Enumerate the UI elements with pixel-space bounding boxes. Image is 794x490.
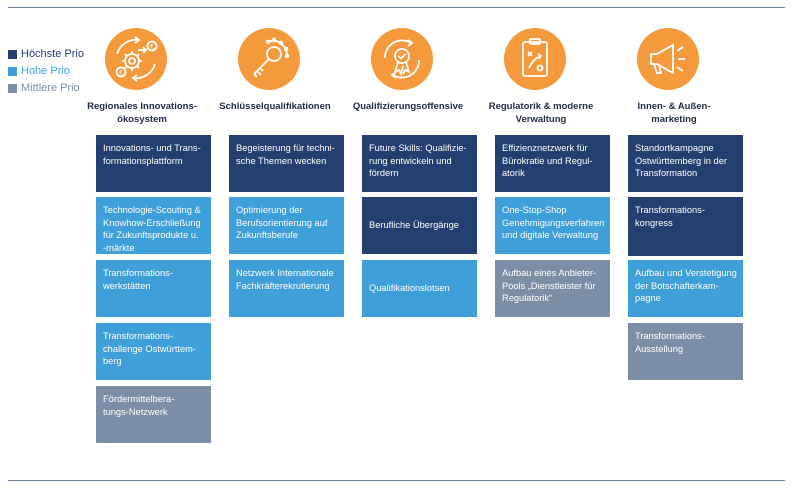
bottom-rule	[8, 480, 785, 481]
legend-label-mittlere: Mittlere Prio	[21, 82, 80, 94]
legend-item-hoechste: Höchste Prio	[8, 46, 84, 63]
top-rule	[8, 7, 785, 8]
legend-swatch-hoechste	[8, 50, 17, 59]
legend-item-hohe: Hohe Prio	[8, 63, 84, 80]
measure-box: Transformations- werkstätten	[96, 260, 211, 317]
svg-text:€: €	[119, 70, 123, 77]
measure-box: Transformations- Ausstellung	[628, 323, 743, 380]
measure-box: Standortkampagne Ostwürttemberg in der T…	[628, 135, 743, 192]
column-title: Regulatorik & moderne Verwaltung	[488, 101, 594, 125]
column-title: Innen- & Außen- marketing	[637, 101, 711, 125]
legend-swatch-mittlere	[8, 84, 17, 93]
measure-box: Begeisterung für techni- sche Themen wec…	[229, 135, 344, 192]
measure-box: Effizienznetzwerk für Bürokratie und Reg…	[495, 135, 610, 192]
legend-label-hohe: Hohe Prio	[21, 65, 70, 77]
measure-box: Aufbau und Verstetigung der Botschafterk…	[628, 260, 743, 317]
clipboard-strategy-icon	[504, 28, 566, 90]
svg-text:€: €	[150, 44, 154, 51]
legend-swatch-hohe	[8, 67, 17, 76]
measure-box: One-Stop-Shop Genehmigungsverfahren und …	[495, 197, 610, 254]
measure-box: Berufliche Übergänge	[362, 197, 477, 254]
key-network-icon	[238, 28, 300, 90]
legend-label-hoechste: Höchste Prio	[21, 48, 84, 60]
legend-item-mittlere: Mittlere Prio	[8, 80, 84, 97]
measure-box: Aufbau eines Anbieter- Pools „Dienstleis…	[495, 260, 610, 317]
megaphone-icon	[637, 28, 699, 90]
innovation-cycle-icon: € €	[105, 28, 167, 90]
award-badge-icon	[371, 28, 433, 90]
priority-legend: Höchste Prio Hohe Prio Mittlere Prio	[8, 46, 84, 97]
measure-box: Technologie-Scouting & Knowhow-Erschließ…	[96, 197, 211, 254]
measure-box: Transformations- challenge Ostwürttem- b…	[96, 323, 211, 380]
measure-box: Transformations- kongress	[628, 197, 743, 256]
column-title: Regionales Innovations- ökosystem	[87, 101, 197, 125]
measure-box: Optimierung der Berufsorientierung auf Z…	[229, 197, 344, 254]
column-title: Qualifizierungsoffensive	[352, 101, 464, 112]
measure-box: Innovations- und Trans- formationsplattf…	[96, 135, 211, 192]
measure-box: Future Skills: Qualifizie- rung entwicke…	[362, 135, 477, 192]
column-title: Schlüsselqualifikationen	[219, 101, 331, 112]
measure-box: Fördermittelbera- tungs-Netzwerk	[96, 386, 211, 443]
measure-box: Qualifikationslotsen	[362, 260, 477, 317]
measure-box: Netzwerk Internationale Fachkräfterekrut…	[229, 260, 344, 317]
